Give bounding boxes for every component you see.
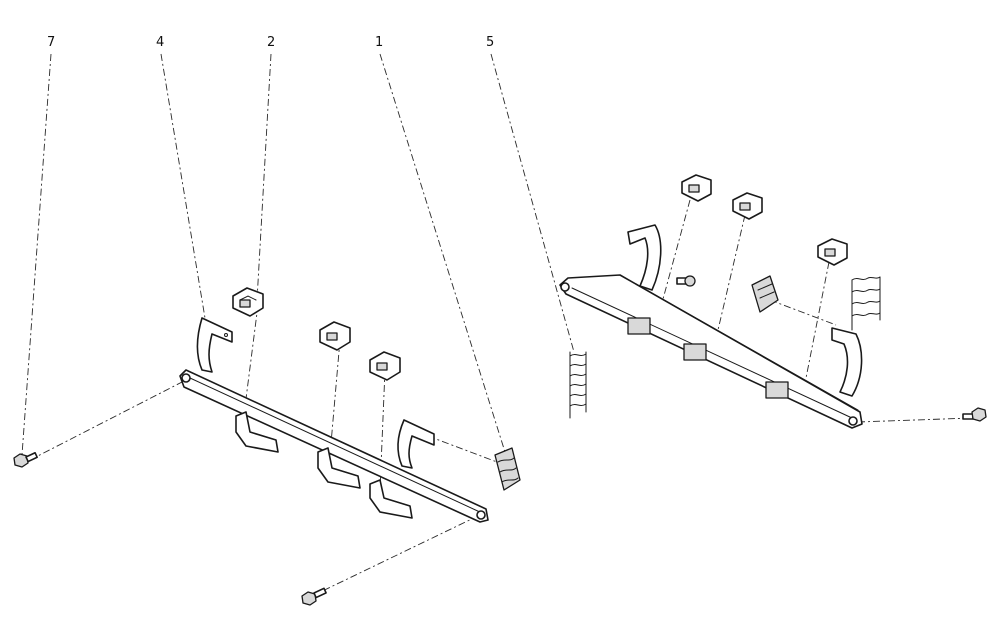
stud-bolt-right (676, 275, 696, 287)
leader-r-clip-2 (717, 214, 746, 331)
clip-right (369, 351, 401, 381)
callout-5: 5 (486, 35, 494, 50)
clip-mid (319, 321, 351, 351)
hook-bracket-left (196, 317, 233, 373)
clip-right-3 (817, 238, 848, 266)
leader-2 (256, 53, 272, 301)
rail-right-hole-1 (560, 282, 570, 292)
leader-r-bolt (857, 417, 973, 423)
hook-bracket-right-2 (831, 327, 863, 397)
clip-right-2 (732, 192, 763, 220)
leader-r-clip-link (769, 299, 837, 326)
callout-2: 2 (267, 35, 275, 50)
rail-left-hole-2 (476, 510, 486, 520)
harness-clip-1 (494, 447, 521, 491)
clip-right-1 (681, 174, 712, 202)
rail-right-hole-2 (848, 416, 858, 426)
leader-7 (21, 53, 52, 456)
callout-4: 4 (156, 35, 164, 50)
leader-clip-link (427, 435, 498, 463)
leader-mid-bracket (329, 339, 341, 456)
mount-right-1 (627, 317, 651, 335)
left-assembly (13, 287, 521, 606)
bolt-bottom (301, 587, 327, 606)
mount-bracket-1 (235, 411, 279, 453)
hook-bracket-left-2 (397, 419, 435, 469)
rail-left (179, 369, 489, 523)
connector-block-right (751, 275, 779, 313)
rail-left-hole-1 (181, 373, 191, 383)
leader-bottom-bolt (309, 514, 481, 598)
right-assembly (559, 174, 987, 429)
bolt-left (13, 451, 38, 468)
clip-2 (232, 287, 264, 317)
callout-1: 1 (375, 35, 383, 50)
leader-5 (490, 53, 575, 353)
mount-right-2 (683, 343, 707, 361)
mount-bracket-3 (369, 479, 413, 519)
leader-lines (21, 53, 973, 598)
leader-left-bolt (29, 379, 187, 461)
callout-7: 7 (47, 35, 55, 50)
hook-bracket-right-1 (627, 224, 662, 291)
leader-r-clip-1 (659, 199, 691, 311)
mount-right-3 (765, 381, 789, 399)
leader-4 (160, 53, 206, 319)
bolt-right (962, 407, 987, 422)
mount-bracket-2 (317, 447, 361, 489)
leader-r-clip-3 (805, 261, 830, 379)
leader-1 (379, 53, 506, 453)
harness-clip-5 (569, 351, 587, 419)
harness-clip-right-top (851, 276, 881, 331)
rail-right (559, 274, 863, 429)
